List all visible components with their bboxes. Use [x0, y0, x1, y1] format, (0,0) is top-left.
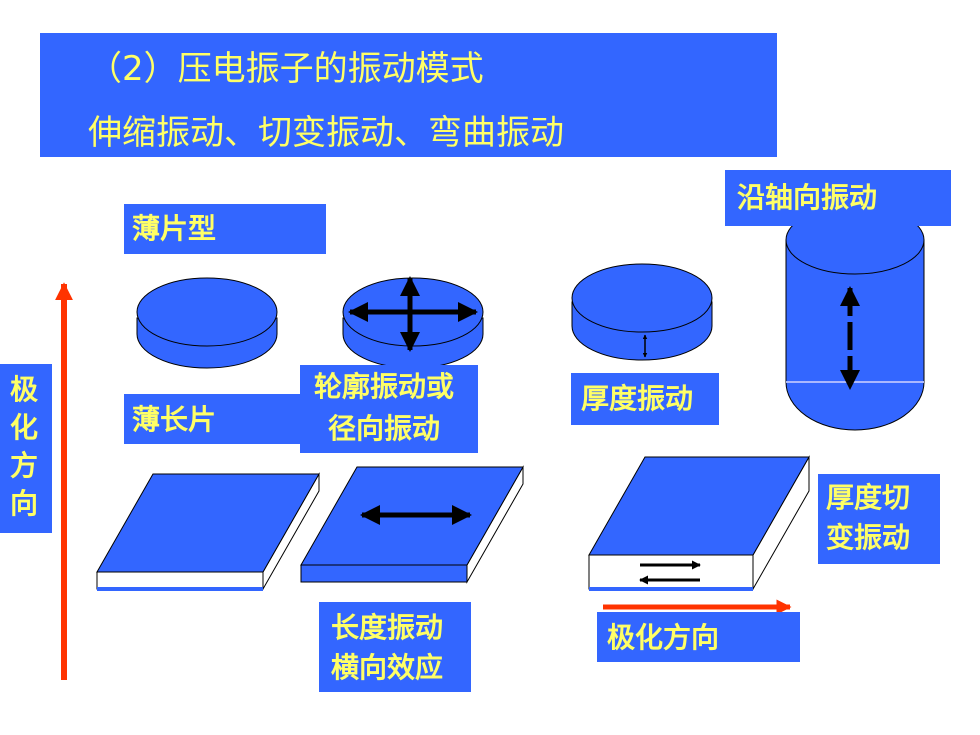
label-polarization-vertical-char-2: 化 — [10, 411, 39, 444]
cylinder-axial — [785, 205, 925, 431]
label-axial: 沿轴向振动 — [725, 170, 951, 226]
label-length-line1: 长度振动 — [331, 611, 444, 644]
label-polarization-vertical: 极 化 方 向 — [0, 364, 52, 533]
label-thickness-text: 厚度振动 — [581, 382, 694, 415]
label-contour: 轮廓振动或 径向振动 — [300, 365, 478, 453]
label-thin-disk-text: 薄片型 — [132, 212, 217, 245]
label-thin-disk: 薄片型 — [124, 204, 326, 254]
label-polarization-direction: 极化方向 — [597, 612, 800, 662]
thin-strip-plate — [96, 472, 320, 591]
label-thickness-shear-line2: 变振动 — [826, 521, 911, 554]
title-box: （2）压电振子的振动模式 伸缩振动、切变振动、弯曲振动 — [40, 33, 777, 157]
thin-disk-radial — [342, 276, 484, 369]
label-thin-strip-text: 薄长片 — [132, 403, 217, 436]
label-contour-line1: 轮廓振动或 — [314, 370, 455, 403]
title-line-2: 伸缩振动、切变振动、弯曲振动 — [88, 113, 564, 153]
label-axial-text: 沿轴向振动 — [737, 181, 878, 214]
label-polarization-vertical-char-1: 极 — [10, 373, 39, 406]
label-thickness-shear: 厚度切 变振动 — [818, 474, 940, 564]
label-length-line2: 横向效应 — [331, 651, 444, 684]
label-length: 长度振动 横向效应 — [319, 602, 471, 692]
title-line-1: （2）压电振子的振动模式 — [88, 49, 484, 89]
thickness-shear-plate — [588, 455, 810, 591]
label-polarization-direction-text: 极化方向 — [607, 621, 720, 654]
label-thickness-shear-line1: 厚度切 — [826, 481, 911, 514]
label-polarization-vertical-char-4: 向 — [10, 487, 39, 520]
thin-disk-thickness — [571, 263, 713, 361]
thin-disk-plain — [136, 277, 278, 369]
label-contour-line2: 径向振动 — [328, 412, 441, 445]
label-thickness: 厚度振动 — [571, 373, 719, 425]
label-polarization-vertical-char-3: 方 — [10, 449, 39, 482]
label-thin-strip: 薄长片 — [124, 394, 314, 444]
length-vibration-plate — [300, 465, 524, 584]
